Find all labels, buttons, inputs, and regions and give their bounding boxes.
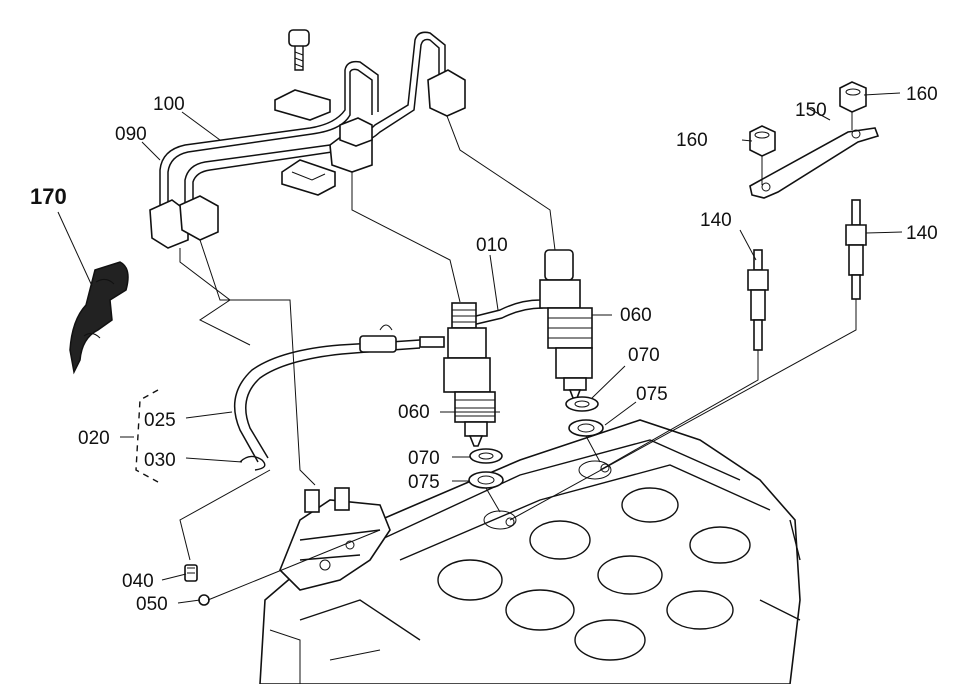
assembly-lines xyxy=(179,112,857,601)
nozzle-holder-right xyxy=(539,249,593,399)
nut-160-left xyxy=(749,125,776,157)
part-label-140-left: 140 xyxy=(700,210,732,231)
part-label-025: 025 xyxy=(144,410,176,431)
banjo-bolt xyxy=(184,564,210,606)
washer-075-right xyxy=(568,419,604,437)
part-label-030: 030 xyxy=(144,450,176,471)
clamp-bolt xyxy=(288,29,310,71)
nut-160-right xyxy=(839,81,867,113)
part-label-070-left: 070 xyxy=(408,448,440,469)
fuel-return-hose xyxy=(233,324,445,463)
part-label-020: 020 xyxy=(78,428,110,449)
hose-clip-030 xyxy=(239,455,266,471)
part-label-160-left: 160 xyxy=(676,130,708,151)
glow-plug-left xyxy=(747,249,769,351)
washer-075-left xyxy=(468,471,504,489)
part-label-050: 050 xyxy=(136,594,168,615)
glow-plug-lead xyxy=(749,127,880,199)
part-label-060-right: 060 xyxy=(620,305,652,326)
part-label-160-right: 160 xyxy=(906,84,938,105)
nozzle-holder-left xyxy=(443,302,496,447)
part-label-075-right: 075 xyxy=(636,384,668,405)
part-label-010: 010 xyxy=(476,235,508,256)
part-label-150: 150 xyxy=(795,100,827,121)
part-label-060-left: 060 xyxy=(398,402,430,423)
label-leaders xyxy=(57,92,903,604)
part-label-140-right: 140 xyxy=(906,223,938,244)
part-label-070-right: 070 xyxy=(628,345,660,366)
pipe-clamp xyxy=(274,89,336,196)
part-label-075-left: 075 xyxy=(408,472,440,493)
part-label-170: 170 xyxy=(30,184,67,209)
injection-pump xyxy=(279,487,391,591)
part-label-040: 040 xyxy=(122,571,154,592)
glow-plug-right xyxy=(845,199,867,300)
injection-pipes xyxy=(149,31,466,249)
clamp-170 xyxy=(69,261,129,375)
part-label-100: 100 xyxy=(153,94,185,115)
washer-070-left xyxy=(469,448,503,464)
part-label-090: 090 xyxy=(115,124,147,145)
washer-070-right xyxy=(565,396,599,412)
